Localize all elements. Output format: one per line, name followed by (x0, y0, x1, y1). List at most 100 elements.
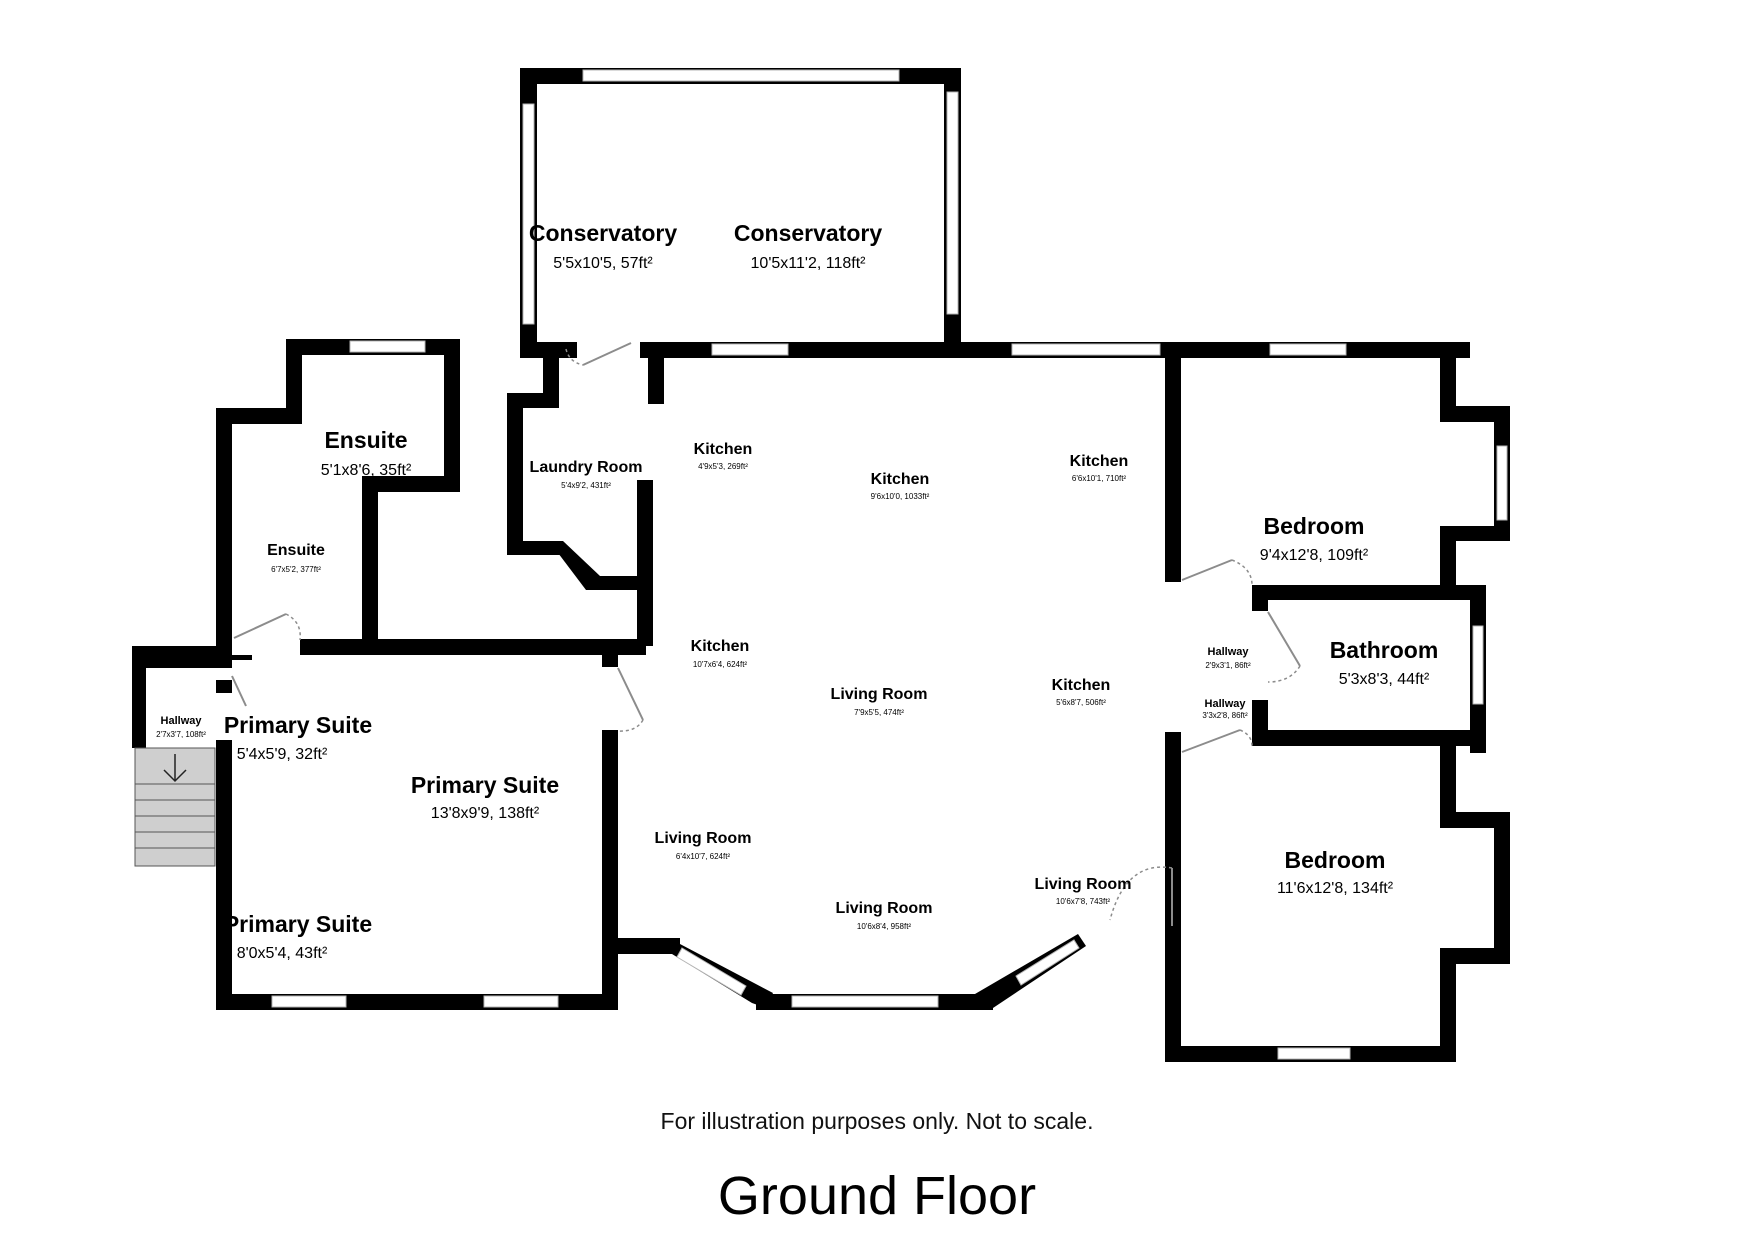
door-swing (617, 719, 644, 732)
window (522, 103, 535, 325)
door (231, 675, 247, 707)
wall (1440, 746, 1456, 826)
room-dimensions: 6'4x10'7, 624ft² (676, 852, 731, 861)
window (483, 995, 559, 1008)
wall (602, 938, 680, 954)
room-name: Kitchen (694, 441, 753, 458)
room-dimensions: 5'1x8'6, 35ft² (321, 462, 412, 479)
door (1181, 729, 1241, 753)
room-kitchen-e: Kitchen 5'6x8'7, 506ft² (1052, 677, 1111, 707)
wall (232, 655, 252, 660)
room-name: Bedroom (1285, 847, 1386, 873)
floor-title: Ground Floor (717, 1166, 1037, 1226)
room-name: Conservatory (529, 220, 677, 246)
room-name: Kitchen (1052, 677, 1111, 694)
wall (586, 576, 646, 590)
wall (216, 740, 232, 1010)
wall (637, 480, 653, 646)
room-dimensions: 9'4x12'8, 109ft² (1260, 547, 1369, 564)
room-dimensions: 10'6x7'8, 743ft² (1056, 897, 1111, 906)
room-ensuite-upper: Ensuite 5'1x8'6, 35ft² (321, 427, 412, 479)
door (1181, 559, 1233, 581)
window (1496, 445, 1508, 521)
room-name: Bathroom (1330, 637, 1439, 663)
wall (132, 646, 232, 662)
wall (543, 342, 559, 408)
room-living-room-center: Living Room 7'9x5'5, 474ft² (831, 686, 928, 717)
wall (1440, 948, 1456, 1062)
room-primary-suite-main: Primary Suite 13'8x9'9, 138ft² (411, 772, 559, 822)
room-labels: Conservatory 5'5x10'5, 57ft² Conservator… (156, 220, 1438, 962)
room-dimensions: 8'0x5'4, 43ft² (237, 945, 328, 962)
room-name: Laundry Room (530, 459, 643, 476)
room-bathroom: Bathroom 5'3x8'3, 44ft² (1330, 637, 1439, 688)
wall (648, 342, 664, 404)
wall (1252, 585, 1486, 600)
window (1015, 939, 1080, 986)
room-name: Primary Suite (224, 911, 372, 937)
windows (271, 69, 1508, 1060)
wall (602, 652, 618, 667)
wall (1440, 342, 1456, 422)
door-swing (1109, 866, 1173, 921)
room-name: Kitchen (691, 638, 750, 655)
room-dimensions: 6'6x10'1, 710ft² (1072, 474, 1127, 483)
room-dimensions: 3'3x2'8, 86ft² (1202, 711, 1248, 720)
window (676, 947, 747, 996)
room-laundry-room: Laundry Room 5'4x9'2, 431ft² (530, 459, 643, 490)
doors (231, 342, 1301, 926)
door-swing (1239, 729, 1253, 747)
window (1277, 1047, 1351, 1060)
door (582, 342, 632, 366)
room-name: Bedroom (1264, 513, 1365, 539)
room-kitchen-w: Kitchen 10'7x6'4, 624ft² (691, 638, 750, 669)
room-name: Hallway (1205, 698, 1247, 710)
stair-tread (134, 799, 216, 817)
wall (1440, 526, 1510, 541)
door-swing (1267, 665, 1301, 683)
room-primary-suite-lower: Primary Suite 8'0x5'4, 43ft² (224, 911, 372, 962)
room-name: Primary Suite (411, 772, 559, 798)
room-kitchen-n: Kitchen 9'6x10'0, 1033ft² (871, 471, 930, 501)
wall (216, 408, 232, 649)
room-name: Kitchen (1070, 453, 1129, 470)
wall (1165, 342, 1181, 582)
window (1269, 343, 1347, 356)
down-arrow-icon (163, 754, 187, 783)
wall (1440, 812, 1510, 828)
room-dimensions: 4'9x5'3, 269ft² (698, 462, 748, 471)
room-dimensions: 9'6x10'0, 1033ft² (871, 492, 930, 501)
room-kitchen-nw: Kitchen 4'9x5'3, 269ft² (694, 441, 753, 471)
room-primary-suite-small: Primary Suite 5'4x5'9, 32ft² (224, 712, 372, 763)
room-dimensions: 5'4x9'2, 431ft² (561, 481, 611, 490)
room-ensuite-lower: Ensuite 6'7x5'2, 377ft² (267, 542, 325, 574)
room-bedroom-lower: Bedroom 11'6x12'8, 134ft² (1277, 847, 1394, 897)
room-living-room-s: Living Room 10'6x8'4, 958ft² (836, 900, 933, 931)
door-swing (285, 613, 301, 641)
wall (216, 408, 302, 424)
window (582, 69, 900, 82)
room-kitchen-ne: Kitchen 6'6x10'1, 710ft² (1070, 453, 1129, 483)
wall (286, 339, 302, 423)
stairs (134, 747, 216, 867)
window (791, 995, 939, 1008)
room-name: Ensuite (324, 427, 407, 453)
room-dimensions: 11'6x12'8, 134ft² (1277, 880, 1394, 897)
wall (1252, 730, 1486, 746)
stair-tread (134, 783, 216, 801)
wall (132, 660, 232, 668)
room-conservatory-east: Conservatory 10'5x11'2, 118ft² (734, 220, 882, 272)
wall (300, 639, 646, 655)
window (349, 340, 426, 353)
wall (444, 339, 460, 491)
wall (602, 730, 618, 1010)
door (617, 667, 644, 721)
room-name: Hallway (1208, 646, 1250, 658)
room-dimensions: 2'9x3'1, 86ft² (1205, 661, 1251, 670)
room-name: Living Room (655, 830, 752, 847)
room-hallway-east-lower: Hallway 3'3x2'8, 86ft² (1202, 698, 1248, 720)
room-name: Primary Suite (224, 712, 372, 738)
wall (132, 646, 146, 748)
window (711, 343, 789, 356)
room-living-room-e: Living Room 10'6x7'8, 743ft² (1035, 876, 1132, 906)
